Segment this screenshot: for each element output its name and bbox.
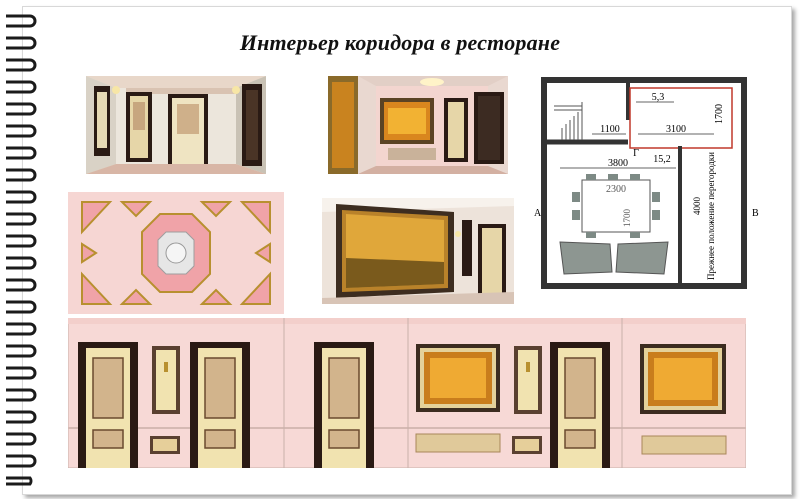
plan-note: Прежнее положение перегородки [706,152,716,280]
dim-1700-top: 1700 [714,104,725,124]
dim-3800: 3800 [608,158,628,169]
dim-1100: 1100 [600,124,620,135]
dim-15-2: 15,2 [653,154,671,165]
dim-1700-table: 1700 [622,209,632,228]
render-painting-closeup [322,198,514,304]
render-corridor-painting [328,76,508,174]
floor-plan: 5,3 1700 1100 3100 Г 3800 15,2 2300 1700 [530,76,770,290]
wall-elevation [68,318,746,468]
dim-5-3: 5,3 [652,92,665,103]
ceiling-pattern [68,192,284,314]
dim-3100: 3100 [666,124,686,135]
plan-letter-g: Г [633,148,639,159]
dim-2300: 2300 [606,184,626,195]
render-corridor-doors [86,76,266,174]
plan-letter-b: В [752,208,759,219]
plan-letter-a: А [534,208,542,219]
dim-4000: 4000 [692,197,702,216]
page-title: Интерьер коридора в ресторане [239,30,561,55]
spiral-binding [6,14,37,486]
